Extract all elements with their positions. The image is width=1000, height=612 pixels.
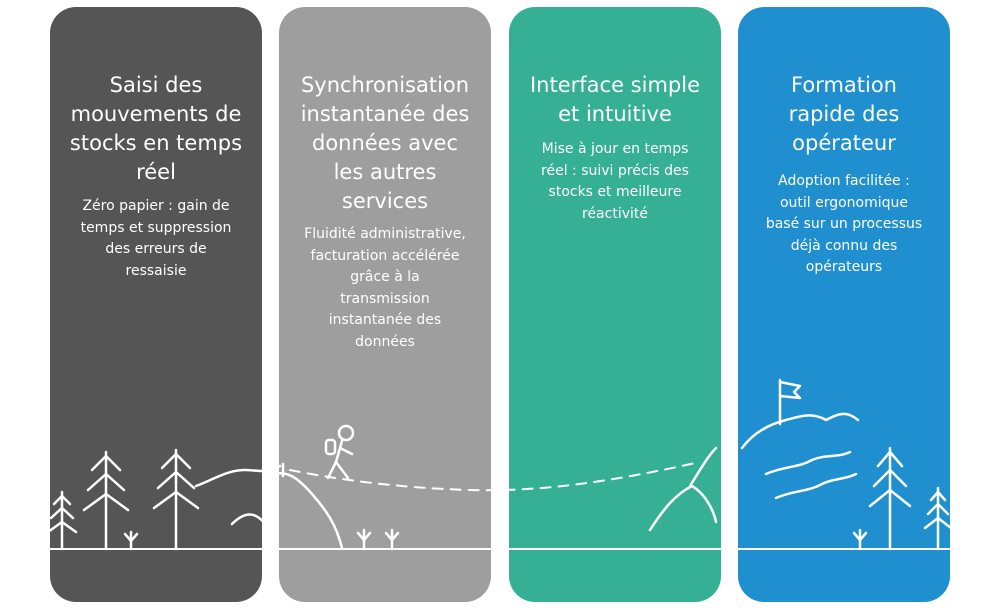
- panel-stock-movements: Saisi des mouvements de stocks en temps …: [50, 7, 262, 602]
- desc-line: Adoption facilitée :: [778, 173, 910, 189]
- title-line: mouvements de: [70, 102, 242, 126]
- panel-description: Adoption facilitée : outil ergonomique b…: [746, 171, 942, 279]
- desc-line: Zéro papier : gain de: [82, 198, 230, 214]
- title-line: et intuitive: [558, 102, 672, 126]
- title-line: réel: [136, 160, 176, 184]
- panel-title: Formation rapide des opérateur: [748, 71, 940, 158]
- title-line: Formation: [791, 73, 897, 97]
- title-line: opérateur: [792, 131, 896, 155]
- desc-line: réel : suivi précis des: [541, 162, 689, 179]
- desc-line: instantanée des: [328, 312, 442, 328]
- title-line: les autres: [333, 160, 437, 184]
- title-line: Saisi des: [109, 73, 203, 97]
- desc-line: déjà connu des: [790, 237, 898, 254]
- panel-training: Formation rapide des opérateur Adoption …: [738, 7, 950, 602]
- desc-line: Mise à jour en temps: [541, 141, 689, 157]
- title-line: services: [341, 189, 429, 213]
- desc-line: basé sur un processus: [765, 216, 923, 232]
- desc-line: réactivité: [582, 205, 648, 222]
- panel-title: Saisi des mouvements de stocks en temps …: [60, 71, 252, 187]
- panel-description: Zéro papier : gain de temps et suppressi…: [58, 196, 254, 282]
- title-line: instantanée des: [300, 102, 470, 126]
- title-line: rapide des: [788, 102, 900, 126]
- desc-line: facturation accélérée: [310, 247, 460, 264]
- title-line: Synchronisation: [300, 73, 470, 97]
- desc-line: données: [355, 333, 415, 350]
- panel-description: Mise à jour en temps réel : suivi précis…: [517, 139, 713, 225]
- panel-synchronisation: Synchronisation instantanée des données …: [279, 7, 491, 602]
- panel-interface: Interface simple et intuitive Mise à jou…: [509, 7, 721, 602]
- title-line: données avec: [311, 131, 458, 155]
- desc-line: stocks et meilleure: [548, 184, 682, 200]
- panel-description: Fluidité administrative, facturation acc…: [287, 224, 483, 353]
- panel-title: Synchronisation instantanée des données …: [289, 71, 481, 216]
- title-line: Interface simple: [529, 73, 700, 97]
- desc-line: transmission: [340, 290, 430, 307]
- desc-line: temps et suppression: [80, 219, 232, 236]
- desc-line: opérateurs: [805, 259, 883, 275]
- panel-title: Interface simple et intuitive: [519, 71, 711, 129]
- desc-line: outil ergonomique: [779, 194, 909, 211]
- desc-line: ressaisie: [125, 262, 187, 279]
- desc-line: Fluidité administrative,: [304, 226, 466, 242]
- title-line: stocks en temps: [69, 131, 243, 155]
- desc-line: grâce à la: [350, 269, 420, 285]
- desc-line: des erreurs de: [105, 241, 207, 257]
